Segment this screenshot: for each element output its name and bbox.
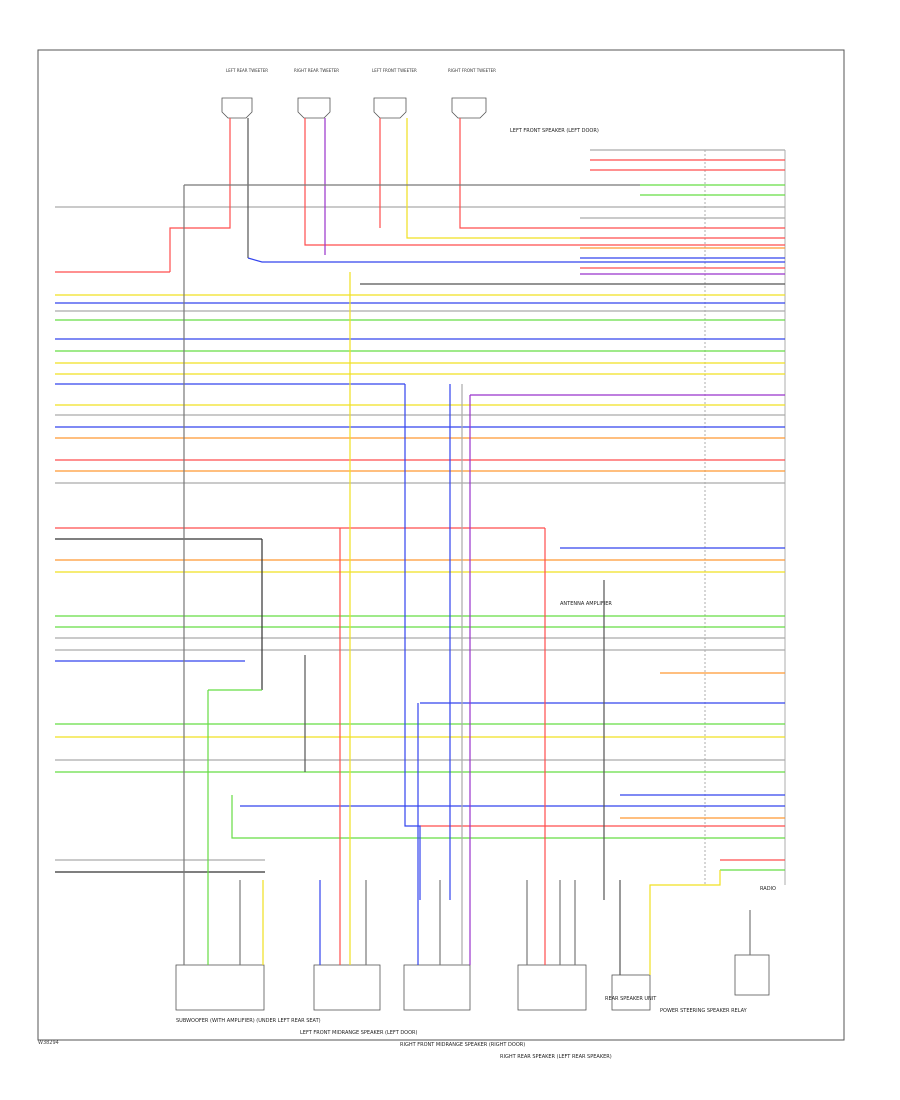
left-front-midrange-label: LEFT FRONT MIDRANGE SPEAKER (LEFT DOOR) <box>300 1030 418 1036</box>
power-steering-relay-label: POWER STEERING SPEAKER RELAY <box>660 1008 748 1014</box>
wire-bundle-left <box>55 206 785 873</box>
wire-bundle-right <box>240 149 785 871</box>
tweeter-components <box>221 97 487 119</box>
left-rear-tweeter-label: LEFT REAR TWEETER <box>226 68 268 73</box>
right-front-tweeter-label: RIGHT FRONT TWEETER <box>448 68 496 73</box>
rear-speaker-unit-label: REAR SPEAKER UNIT <box>605 996 657 1002</box>
right-rear-tweeter-label: RIGHT REAR TWEETER <box>294 68 339 73</box>
diagram-frame <box>37 49 845 1041</box>
diagram-code: W38294 <box>38 1040 59 1046</box>
radio-connector <box>704 150 786 885</box>
bottom-labels: SUBWOOFER (WITH AMPLIFIER) (UNDER LEFT R… <box>176 996 748 1060</box>
radio-note: RADIO <box>760 886 776 892</box>
wire-vertical <box>169 118 785 900</box>
antenna-amplifier-note: ANTENNA AMPLIFIER <box>560 601 612 607</box>
left-front-speaker-note: LEFT FRONT SPEAKER (LEFT DOOR) <box>510 128 599 134</box>
tweeter-labels: LEFT REAR TWEETER RIGHT REAR TWEETER LEF… <box>226 68 496 73</box>
left-front-tweeter-label: LEFT FRONT TWEETER <box>372 68 417 73</box>
right-rear-speaker-label: RIGHT REAR SPEAKER (LEFT REAR SPEAKER) <box>500 1054 612 1060</box>
subwoofer-label: SUBWOOFER (WITH AMPLIFIER) (UNDER LEFT R… <box>176 1018 321 1024</box>
right-front-midrange-label: RIGHT FRONT MIDRANGE SPEAKER (RIGHT DOOR… <box>400 1042 525 1048</box>
bottom-components <box>175 954 770 1011</box>
connector-pins <box>183 880 751 975</box>
side-notes: LEFT FRONT SPEAKER (LEFT DOOR) ANTENNA A… <box>510 128 776 892</box>
